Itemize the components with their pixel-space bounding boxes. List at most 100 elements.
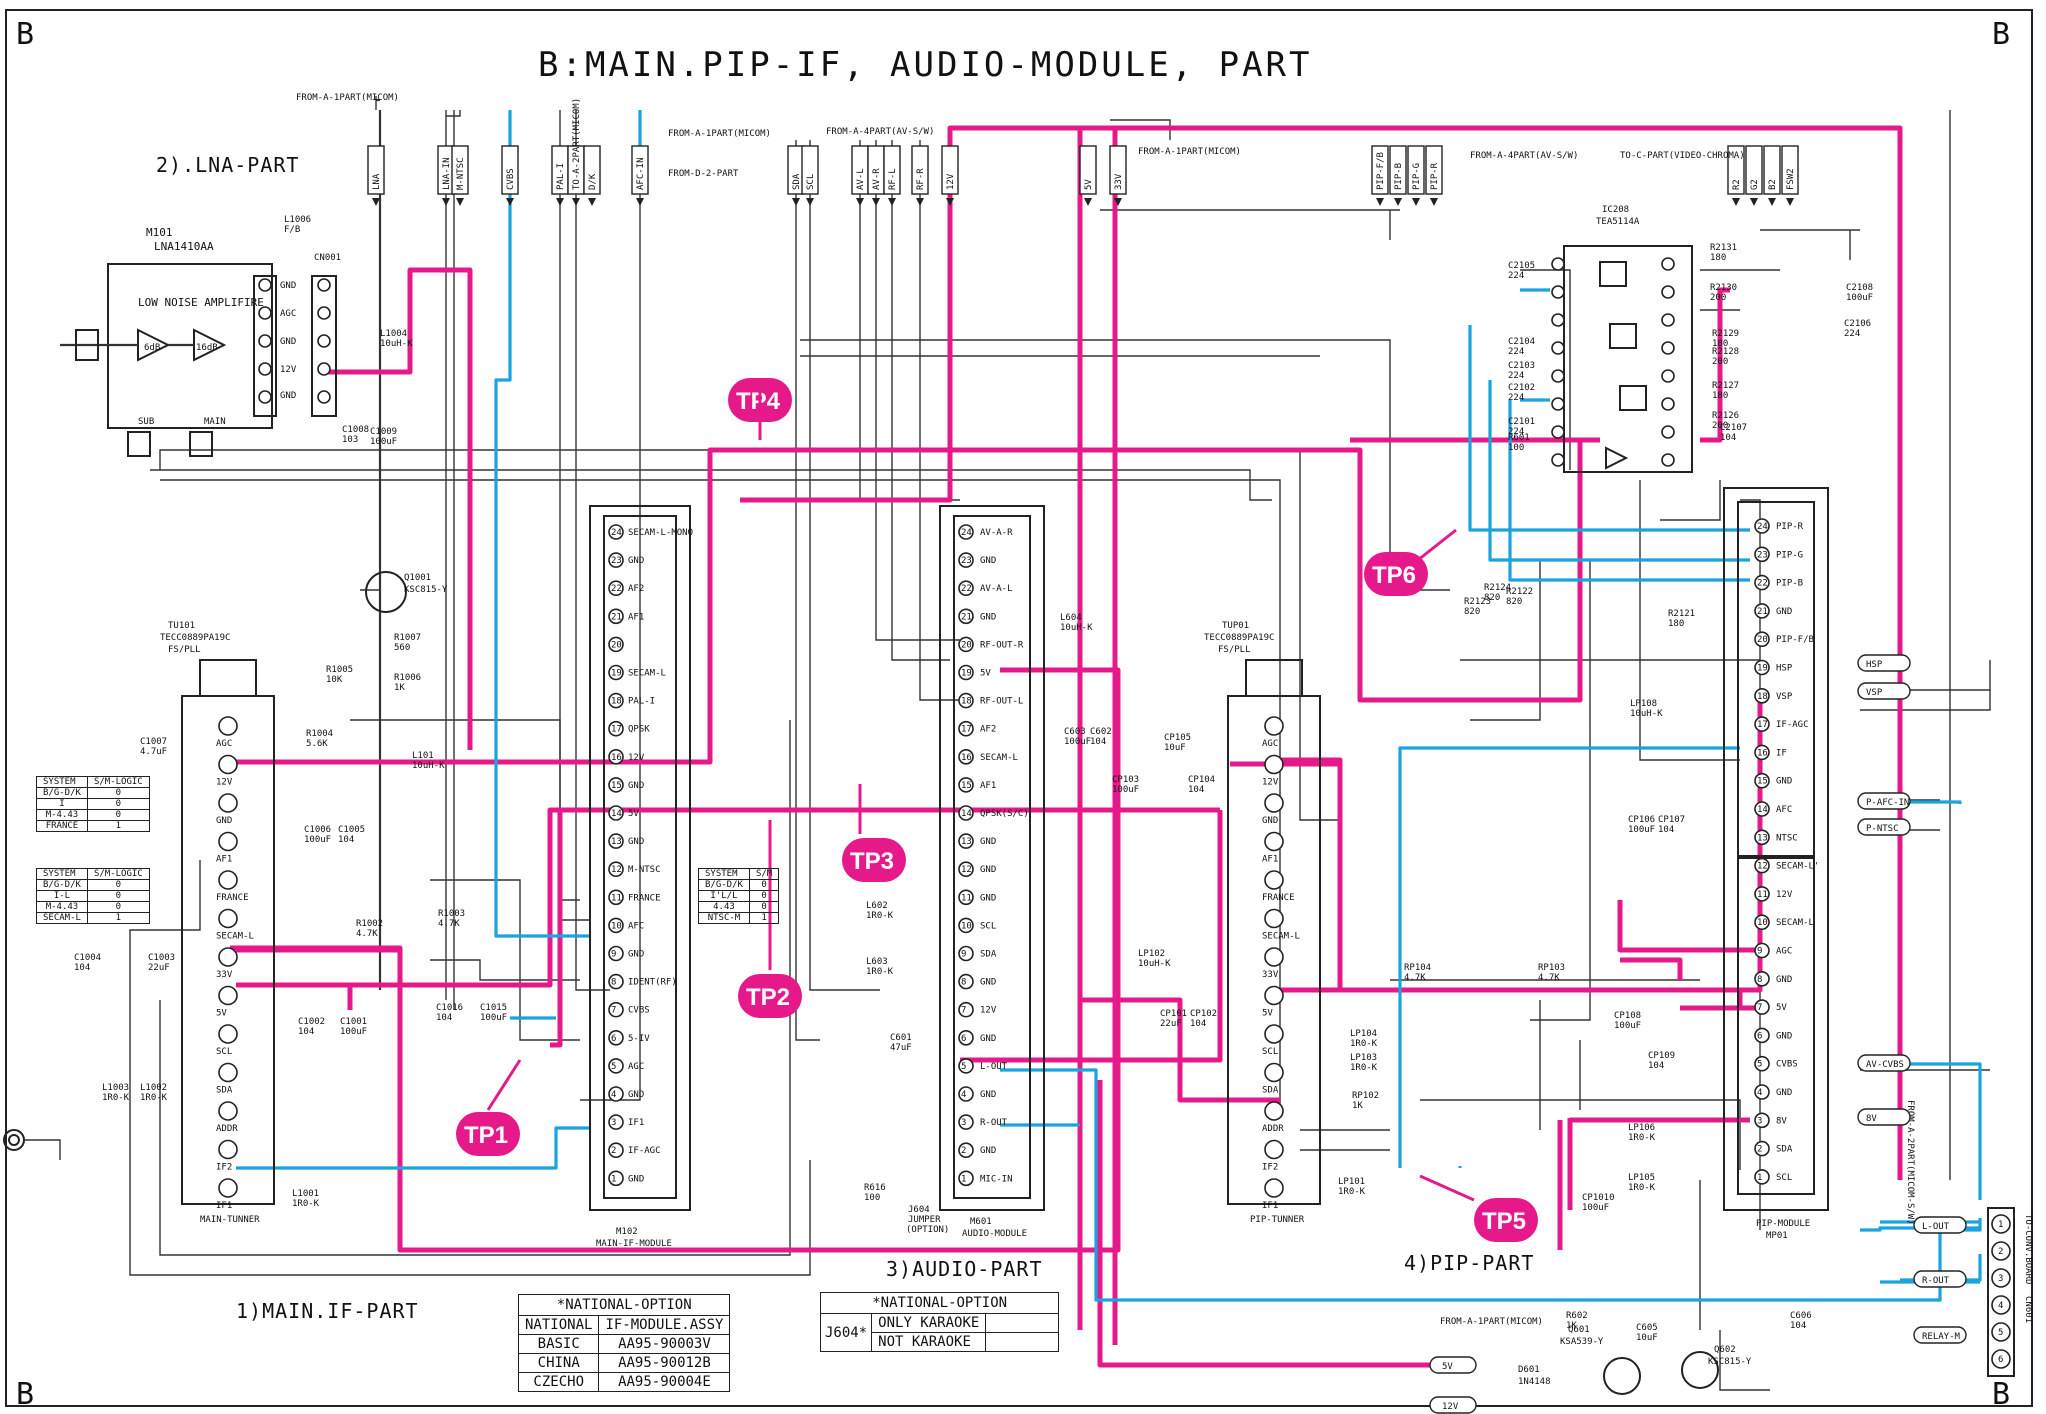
ic208-part: TEA5114A [1596,217,1640,227]
connector-tag-box [1389,145,1407,195]
cn601-pin-circle [1991,1295,2011,1315]
main-tuner-pin-label: ADDR [216,1124,238,1134]
connector-tag-box [501,145,519,195]
tp-badge [1474,1198,1538,1242]
component-ref: R601 [1508,433,1530,443]
component-ref: CP104 [1188,775,1215,785]
component-ref: R2124 [1484,583,1511,593]
lna-pin-1: GND [280,281,296,291]
connector-tag-box [1763,145,1781,195]
m102-pin-number: 3 [611,1118,616,1128]
component-value: 200 [1712,357,1728,367]
m102-pin-name: PAL-I [628,697,655,707]
m102-pin-name: CVBS [628,1006,650,1016]
tp-pointer [486,1059,522,1111]
main-tuner-pin-circle [218,908,238,929]
lna-pin-4: 12V [280,365,297,375]
component-ref: C1007 [140,737,167,747]
connector-tag-top_right_pip: PIP-R [1430,162,1440,190]
ic208-left-pin [1551,425,1565,439]
main-tuner-pin-circle [218,793,238,813]
m102-pin-number: 11 [611,893,622,903]
component-value: F/B [284,225,300,235]
mp01-pin-name: GND [1776,607,1792,617]
m102-pin-name: GND [628,1090,644,1100]
m102-pin-12 [608,861,624,878]
m102-pin-number: 13 [611,837,622,847]
component-value: 224 [1508,371,1524,381]
m102-pin-name: GND [628,950,644,960]
m102-pin-3 [608,1114,624,1130]
connector-tag-top_left: PAL-I [556,163,566,190]
component-ref: C1016 [436,1003,463,1013]
table-cell: 4.43 [698,901,750,913]
component-ref: R1007 [394,633,421,643]
cn601-pin-number: 6 [1998,1355,2003,1365]
main-tuner-pin-circle [218,831,238,852]
table-cell: 0 [86,890,150,902]
signal-tag-box [1913,1216,1967,1234]
signal-tag-label: RELAY-M [1922,1332,1961,1342]
table-header-cell: SYSTEM [36,776,88,788]
component-ref: L602 [866,901,888,911]
national-option-j604-ref: J604* [819,1313,873,1352]
bottom-tag-label: 12V [1442,1402,1459,1412]
component-value: 180 [1710,253,1726,263]
component-ref: CP102 [1190,1009,1217,1019]
m601-pin-name: 5V [980,669,991,679]
component-ref: R2123 [1464,597,1491,607]
lna-block: LOW NOISE AMPLIFIRE M101 LNA1410AA 6dB 1… [60,226,341,457]
tup01-part: TECC0889PA19C [1204,633,1274,643]
component-ref: CP103 [1112,775,1139,785]
lna-sub-label: SUB [138,417,154,427]
m102-pin-name: QPSK [628,725,650,735]
component-ref: C2102 [1508,383,1535,393]
table-cell: NTSC-M [698,912,750,924]
component-value: 104 [1790,1321,1806,1331]
m601-pin-19 [958,664,974,681]
m102-pin-18 [608,692,624,709]
mp01-pin-name: SECAM-L' [1776,862,1819,872]
cn601-pin-number: 4 [1998,1301,2003,1311]
bottom-tag-box [1429,1396,1477,1414]
m601-pin-5 [958,1058,974,1074]
ic208-right-pin [1661,341,1675,355]
mp01-pin-15 [1754,772,1770,789]
connector-tag-top_right_c: FSW2 [1786,168,1796,190]
connector-tag-top_left: M-NTSC [456,157,466,190]
component-ref: CP101 [1160,1009,1187,1019]
d601-part: 1N4148 [1518,1377,1551,1387]
m601-pin-2 [958,1142,974,1158]
component-ref: CP105 [1164,733,1191,743]
mp01-pin-number: 12 [1757,862,1768,872]
table-cell: I [36,798,88,810]
connector-tag-top_right_pip: PIP-F/B [1376,152,1386,190]
component-ref: R602 [1566,1311,1588,1321]
mp01-pin-number: 7 [1757,1003,1762,1013]
mp01-pin-number: 24 [1757,522,1768,532]
lna-description: LOW NOISE AMPLIFIRE [138,296,264,309]
national-option-j604-r2: NOT KARAOKE [871,1332,987,1352]
component-value: 224 [1844,329,1860,339]
m102-pin-6 [608,1030,624,1046]
pip-tuner-pin-label: SCL [1262,1047,1278,1057]
ic208-ref: IC208 [1602,205,1629,215]
component-value: 560 [394,643,410,653]
pip-tuner-pin-label: IF1 [1262,1201,1278,1211]
national-option-if-title: *NATIONAL-OPTION [517,1294,731,1316]
arrow-down-icon [1786,198,1794,206]
m102-pin-name: AF1 [628,612,644,622]
arrow-down-icon [946,198,954,206]
component-value: 104 [298,1027,314,1037]
table-cell: 1 [86,820,150,832]
from-a-micom-bottom: FROM-A-1PART(MICOM) [1440,1317,1543,1327]
m601-pin-name: 12V [980,1006,997,1016]
main-tuner-pin-circle [218,1178,238,1198]
arrow-down-icon [588,198,596,206]
m102-pin-number: 8 [611,978,616,988]
component-value: 224 [1508,347,1524,357]
signal-tag-box [1913,1326,1967,1344]
mp01-pin-5 [1754,1055,1770,1072]
m601-pin-24 [958,524,974,540]
m601-pin-22 [958,580,974,597]
